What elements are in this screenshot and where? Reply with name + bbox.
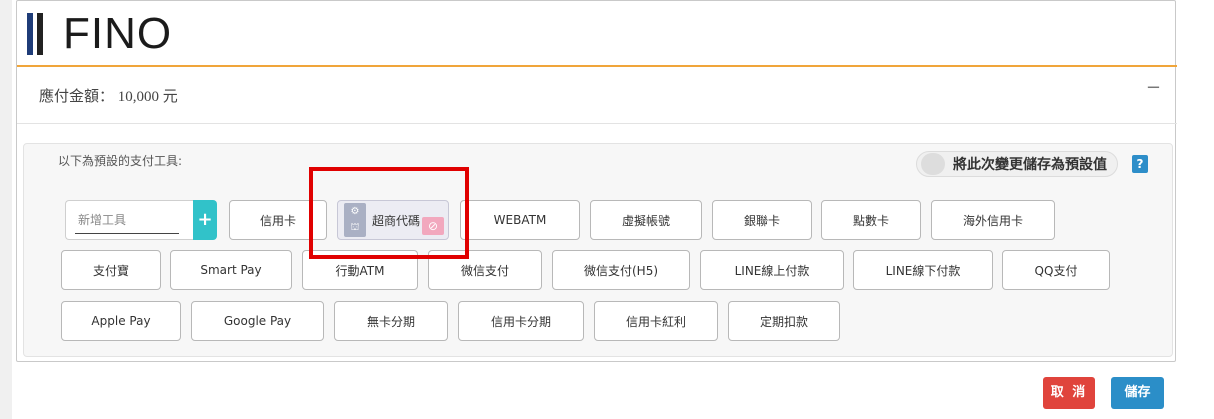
- tool-chip-apple-pay[interactable]: Apple Pay: [61, 301, 181, 341]
- fino-logo: FINO: [27, 11, 172, 57]
- remove-icon[interactable]: ⊘: [422, 217, 444, 235]
- tool-chip-overseas-credit-card[interactable]: 海外信用卡: [931, 200, 1055, 240]
- logo-bar-navy: [27, 13, 33, 55]
- tool-chip-cvs-code[interactable]: ⚙⛫ 超商代碼 ⊘: [337, 200, 449, 240]
- tool-chip-cardless-installment[interactable]: 無卡分期: [334, 301, 448, 341]
- add-tool-group: +: [65, 200, 217, 240]
- help-icon[interactable]: ?: [1132, 155, 1148, 173]
- tool-chip-line-online[interactable]: LINE線上付款: [700, 250, 844, 290]
- tool-chip-mobile-atm[interactable]: 行動ATM: [302, 250, 418, 290]
- save-default-toggle[interactable]: 將此次變更儲存為預設值: [916, 151, 1118, 177]
- save-button[interactable]: 儲存: [1111, 377, 1164, 409]
- header: FINO: [17, 1, 1177, 67]
- tool-chip-virtual-account[interactable]: 虛擬帳號: [590, 200, 702, 240]
- tool-chip-wechat-pay[interactable]: 微信支付: [428, 250, 542, 290]
- cancel-button[interactable]: 取 消: [1043, 377, 1095, 409]
- collapse-button[interactable]: −: [1145, 77, 1161, 98]
- payment-panel: FINO 應付金額： 10,000 元 − 以下為預設的支付工具: 將此次變更儲…: [16, 0, 1177, 362]
- section-divider: [17, 123, 1177, 124]
- left-gutter: [0, 0, 12, 419]
- tool-chip-alipay[interactable]: 支付寶: [61, 250, 161, 290]
- tool-chip-unionpay[interactable]: 銀聯卡: [712, 200, 812, 240]
- add-tool-input[interactable]: [65, 200, 193, 240]
- tool-chip-points-card[interactable]: 點數卡: [821, 200, 921, 240]
- tool-chip-credit-bonus[interactable]: 信用卡紅利: [594, 301, 718, 341]
- input-underline: [75, 233, 179, 234]
- payment-tools-box: 以下為預設的支付工具: 將此次變更儲存為預設值 ? + 信用卡 ⚙⛫ 超商代碼 …: [23, 143, 1173, 357]
- add-tool-button[interactable]: +: [193, 200, 217, 240]
- payable-amount: 應付金額： 10,000 元: [39, 89, 178, 105]
- toggle-knob[interactable]: [921, 153, 945, 175]
- tool-chip-google-pay[interactable]: Google Pay: [191, 301, 324, 341]
- tool-chip-wechat-pay-h5[interactable]: 微信支付(H5): [552, 250, 690, 290]
- tool-chip-smart-pay[interactable]: Smart Pay: [170, 250, 292, 290]
- toggle-label: 將此次變更儲存為預設值: [953, 157, 1107, 173]
- logo-bar-black: [37, 13, 43, 55]
- tool-chip-qq-pay[interactable]: QQ支付: [1002, 250, 1110, 290]
- tool-chip-webatm[interactable]: WEBATM: [460, 200, 580, 240]
- tool-chip-label: 超商代碼: [372, 213, 421, 228]
- tool-chip-credit-installment[interactable]: 信用卡分期: [458, 301, 584, 341]
- store-icon: ⚙⛫: [344, 203, 366, 237]
- tool-chip-line-offline[interactable]: LINE線下付款: [853, 250, 993, 290]
- tools-title: 以下為預設的支付工具:: [58, 154, 183, 168]
- tool-chip-credit-card[interactable]: 信用卡: [229, 200, 327, 240]
- tool-chip-recurring-debit[interactable]: 定期扣款: [728, 301, 840, 341]
- logo-text: FINO: [63, 9, 173, 58]
